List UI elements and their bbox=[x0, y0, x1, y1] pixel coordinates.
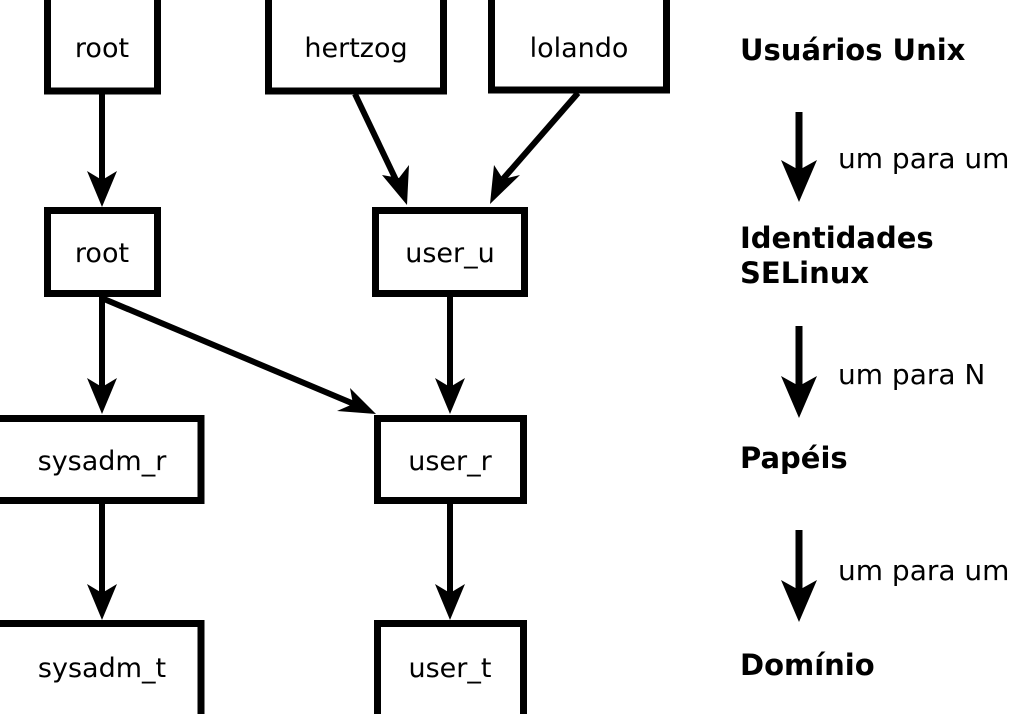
edge-id-root-to-user-r bbox=[102, 296, 376, 414]
edge-user-r-to-user-t bbox=[435, 504, 465, 620]
edge-hertzog-to-user-u bbox=[352, 92, 409, 205]
edge-layer bbox=[87, 91, 581, 620]
edge-sysadm-r-to-sysadm-t bbox=[87, 504, 117, 620]
edge-user-u-to-user-r bbox=[435, 297, 465, 414]
node-label: root bbox=[75, 238, 129, 269]
legend-level-selinux-identities-line2: SELinux bbox=[740, 256, 869, 290]
legend-level-domains: Domínio bbox=[740, 648, 875, 682]
node-label: user_u bbox=[405, 238, 495, 269]
node-label: hertzog bbox=[304, 33, 407, 64]
node-label: root bbox=[75, 33, 129, 64]
legend-relation-label: um para um bbox=[838, 142, 1009, 175]
legend-relation-one-to-one-bottom: um para um bbox=[781, 530, 1009, 622]
legend-relation-label: um para N bbox=[838, 358, 985, 391]
node-identity-root[interactable]: root bbox=[44, 207, 161, 297]
edge-id-root-to-sysadm-r bbox=[87, 297, 117, 414]
node-label: sysadm_r bbox=[38, 446, 168, 477]
node-domain-sysadm-t[interactable]: sysadm_t bbox=[0, 620, 205, 714]
node-layer: root hertzog lolando root user_u sysadm_ bbox=[0, 0, 670, 714]
legend-layer: Usuários Unix um para um Identidades SEL… bbox=[740, 33, 1009, 682]
node-role-sysadm-r[interactable]: sysadm_r bbox=[0, 415, 205, 504]
node-unix-lolando[interactable]: lolando bbox=[488, 0, 670, 94]
node-label: user_r bbox=[408, 446, 492, 477]
node-unix-hertzog[interactable]: hertzog bbox=[265, 0, 447, 95]
legend-level-roles: Papéis bbox=[740, 441, 848, 475]
node-unix-root[interactable]: root bbox=[44, 0, 161, 95]
edge-lolando-to-user-u bbox=[490, 91, 581, 204]
edge-unix-root-to-id-root bbox=[87, 92, 117, 207]
node-domain-user-t[interactable]: user_t bbox=[374, 620, 527, 714]
legend-relation-one-to-one-top: um para um bbox=[781, 112, 1009, 202]
legend-level-selinux-identities-line1: Identidades bbox=[740, 221, 934, 255]
node-label: lolando bbox=[530, 33, 629, 64]
node-role-user-r[interactable]: user_r bbox=[374, 415, 527, 504]
legend-relation-one-to-n: um para N bbox=[781, 326, 985, 418]
legend-relation-label: um para um bbox=[838, 554, 1009, 587]
node-label: sysadm_t bbox=[38, 653, 166, 684]
node-identity-user-u[interactable]: user_u bbox=[372, 207, 528, 297]
node-label: user_t bbox=[409, 653, 492, 684]
legend-level-unix-users: Usuários Unix bbox=[740, 33, 966, 67]
